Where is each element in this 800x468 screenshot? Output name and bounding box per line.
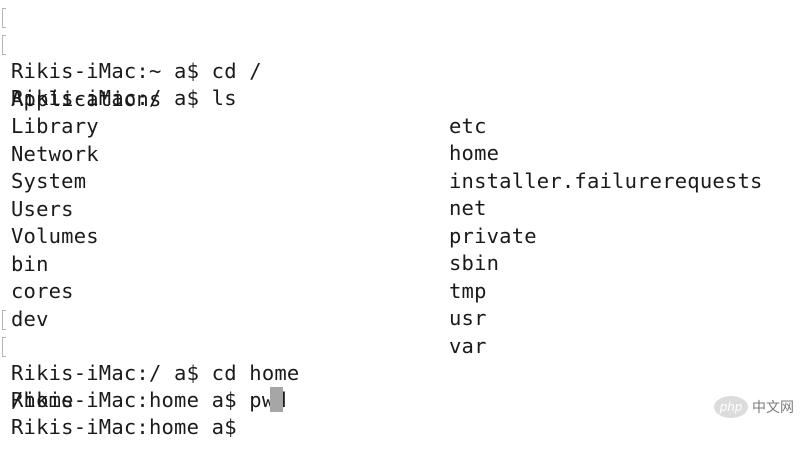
listing-row: Applications etc [0, 59, 486, 138]
list-item: Library [11, 114, 99, 138]
listing-row: Users private [0, 169, 537, 248]
command-text: Rikis-iMac:/ a$ ls [11, 86, 237, 110]
php-logo-icon: php [714, 396, 748, 418]
listing-row: Network installer.failurerequests [0, 114, 762, 193]
list-item: net [449, 196, 487, 220]
list-item: etc [449, 114, 487, 138]
list-item: usr [449, 306, 487, 330]
list-item: dev [11, 307, 49, 331]
listing-row: Volumes sbin [0, 196, 499, 275]
active-prompt: Rikis-iMac:home a$ [11, 415, 250, 439]
prompt-marker [2, 8, 6, 28]
listing-row: dev var [0, 279, 486, 358]
prompt-marker [2, 35, 6, 55]
list-item: bin [11, 252, 49, 276]
list-item: var [449, 334, 487, 358]
pwd-output: /home [11, 388, 74, 412]
list-item: home [449, 141, 500, 165]
list-item: Network [11, 142, 99, 166]
list-item: Users [11, 197, 74, 221]
watermark: php 中文网 [714, 396, 794, 418]
list-item: Volumes [11, 224, 99, 248]
watermark-text: 中文网 [752, 400, 794, 416]
command-line: Rikis-iMac:/ a$ ls [0, 31, 237, 110]
command-text: Rikis-iMac:/ a$ cd home [11, 361, 300, 385]
list-item: sbin [449, 251, 500, 275]
prompt-marker [2, 337, 6, 357]
list-item: Applications [11, 87, 162, 111]
list-item: installer.failurerequests [449, 169, 763, 193]
command-line: Rikis-iMac:/ a$ cd home [0, 306, 299, 385]
terminal-cursor [270, 387, 283, 412]
terminal-window[interactable]: Rikis-iMac:~ a$ cd / Rikis-iMac:/ a$ ls … [0, 0, 800, 439]
list-item: cores [11, 279, 74, 303]
listing-row: System net [0, 141, 486, 220]
list-item: tmp [449, 279, 487, 303]
command-text: Rikis-iMac:~ a$ cd / [11, 59, 262, 83]
listing-row: Library home [0, 86, 499, 165]
command-line: Rikis-iMac:~ a$ cd / [0, 4, 262, 83]
list-item: private [449, 224, 537, 248]
listing-row: bin tmp [0, 224, 486, 303]
active-prompt-line[interactable]: Rikis-iMac:home a$ [0, 387, 237, 439]
listing-row: cores usr [0, 251, 486, 330]
prompt-marker [2, 310, 6, 330]
command-line: Rikis-iMac:home a$ pwd [0, 333, 287, 412]
output-line: /home [0, 360, 74, 412]
list-item: System [11, 169, 87, 193]
